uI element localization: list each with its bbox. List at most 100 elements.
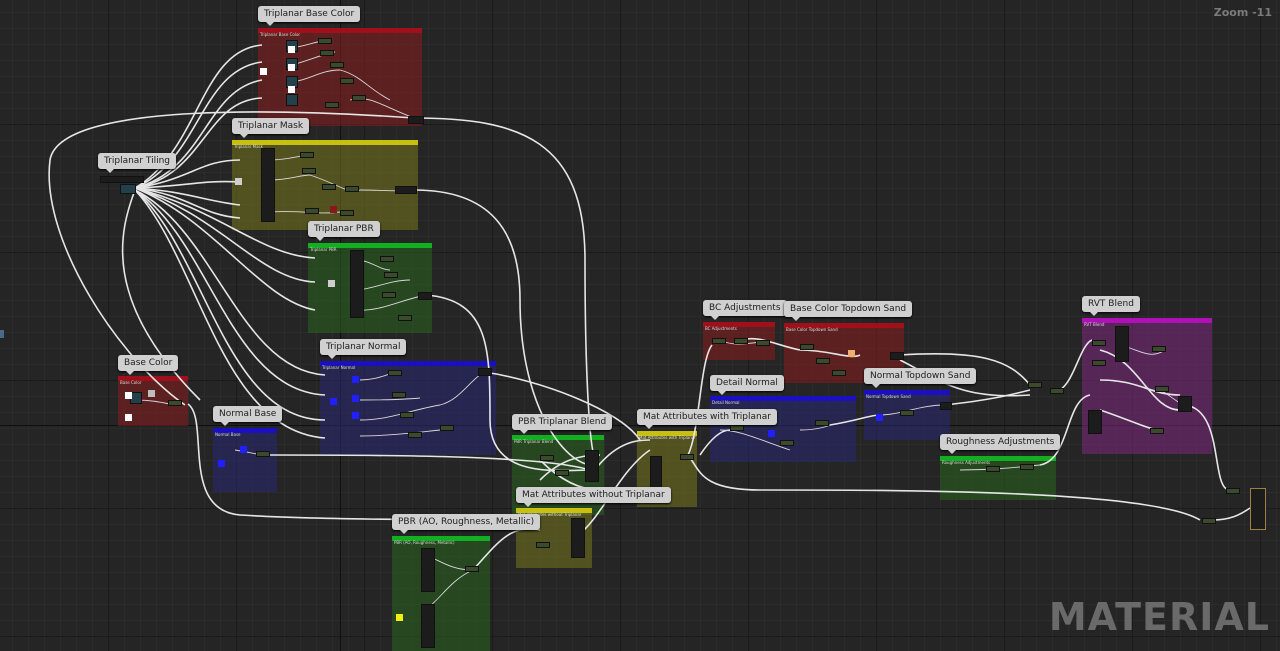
math-node[interactable] [536,542,550,548]
math-node[interactable] [398,315,412,321]
math-node[interactable] [1150,428,1164,434]
math-node[interactable] [340,210,354,216]
math-node[interactable] [986,466,1000,472]
wire [134,189,326,396]
math-node[interactable] [900,410,914,416]
comment-label-normal-topdown-sand[interactable]: Normal Topdown Sand [864,368,977,388]
comment-box-title: Triplanar Normal [322,365,356,370]
math-node[interactable] [815,420,829,426]
math-node[interactable] [340,78,354,84]
comment-label-triplanar-pbr[interactable]: Triplanar PBR [308,221,380,241]
math-node[interactable] [1202,518,1216,524]
math-node[interactable] [730,425,744,431]
math-node[interactable] [168,400,182,406]
math-node[interactable] [734,338,748,344]
texture-sample-node[interactable] [421,548,435,592]
tiling-parameter-node[interactable] [100,176,144,183]
math-node[interactable] [1020,464,1034,470]
math-node[interactable] [408,432,422,438]
math-node[interactable] [712,338,726,344]
math-node[interactable] [680,454,694,460]
math-node[interactable] [780,440,794,446]
math-node[interactable] [816,358,830,364]
comment-box-pbr-ao-roughness-metallic[interactable]: PBR (AO, Roughness, Metallic) [392,536,490,651]
blend-node[interactable] [585,450,599,482]
comment-label-base-color-topdown-sand[interactable]: Base Color Topdown Sand [784,301,913,321]
math-node[interactable] [756,340,770,346]
math-node[interactable] [305,208,319,214]
comment-label-roughness-adjustments[interactable]: Roughness Adjustments [940,434,1061,454]
comment-label-pbr-ao-roughness-metallic[interactable]: PBR (AO, Roughness, Metallic) [392,514,541,534]
output-node[interactable] [408,116,424,124]
comment-label-normal-base[interactable]: Normal Base [213,406,283,426]
math-node[interactable] [1028,382,1042,388]
math-node[interactable] [352,95,366,101]
comment-box-title: Normal Topdown Sand [866,394,911,399]
comment-label-triplanar-base-color[interactable]: Triplanar Base Color [258,6,361,26]
output-node[interactable] [940,402,952,410]
math-node[interactable] [1050,388,1064,394]
comment-label-pbr-triplanar-blend[interactable]: PBR Triplanar Blend [512,414,613,434]
comment-label-triplanar-tiling[interactable]: Triplanar Tiling [98,153,177,173]
comment-label-mat-attributes-without-triplanar[interactable]: Mat Attributes without Triplanar [516,487,671,507]
math-node[interactable] [320,50,334,56]
math-node[interactable] [400,412,414,418]
comment-box-title: Normal Base [215,432,241,437]
comment-label-detail-normal[interactable]: Detail Normal [710,375,784,395]
output-node[interactable] [418,292,432,300]
output-node[interactable] [478,368,492,376]
comment-label-rvt-blend[interactable]: RVT Blend [1082,296,1140,316]
output-node[interactable] [395,186,417,194]
math-node[interactable] [330,62,344,68]
wire [1059,339,1093,391]
math-node[interactable] [384,272,398,278]
texture-preview-white [260,68,267,75]
comment-label-mat-attributes-with-triplanar[interactable]: Mat Attributes with Triplanar [637,409,777,429]
texture-sample-node[interactable] [421,604,435,648]
blend-node[interactable] [1178,396,1192,412]
wire [339,69,391,101]
wire [899,352,1031,386]
math-node[interactable] [540,455,554,461]
math-node[interactable] [382,292,396,298]
math-node[interactable] [345,186,359,192]
math-node[interactable] [555,470,569,476]
math-node[interactable] [302,168,316,174]
math-node[interactable] [1155,386,1169,392]
comment-label-triplanar-mask[interactable]: Triplanar Mask [232,118,310,138]
math-node[interactable] [440,425,454,431]
math-node[interactable] [832,370,846,376]
texture-sample-node[interactable] [350,250,364,318]
wire [483,371,641,441]
texture-sample-node[interactable] [286,94,298,106]
math-node[interactable] [1226,488,1240,494]
math-node[interactable] [465,566,479,572]
math-node[interactable] [380,256,394,262]
output-node[interactable] [890,352,904,360]
math-node[interactable] [256,451,270,457]
comment-box-triplanar-normal[interactable]: Triplanar Normal [320,361,496,455]
math-node[interactable] [1092,360,1106,366]
math-node[interactable] [388,370,402,376]
math-node[interactable] [800,344,814,350]
texture-sample-node[interactable] [261,148,275,222]
wire [439,371,485,406]
comment-label-base-color[interactable]: Base Color [118,355,179,375]
math-node[interactable] [300,152,314,158]
rvt-sample-node[interactable] [1115,326,1129,362]
math-node[interactable] [1092,340,1106,346]
wire [134,61,263,189]
rvt-sample-node[interactable] [1088,410,1102,434]
make-material-attributes-node[interactable] [571,518,585,558]
math-node[interactable] [1152,346,1166,352]
material-output-node[interactable] [1250,488,1266,530]
math-node[interactable] [325,102,339,108]
math-node[interactable] [322,184,336,190]
math-node[interactable] [392,392,406,398]
comment-label-bc-adjustments[interactable]: BC Adjustments [703,300,787,320]
math-node[interactable] [318,38,332,44]
comment-label-triplanar-normal[interactable]: Triplanar Normal [320,339,407,359]
tiling-output-node[interactable] [120,184,136,194]
